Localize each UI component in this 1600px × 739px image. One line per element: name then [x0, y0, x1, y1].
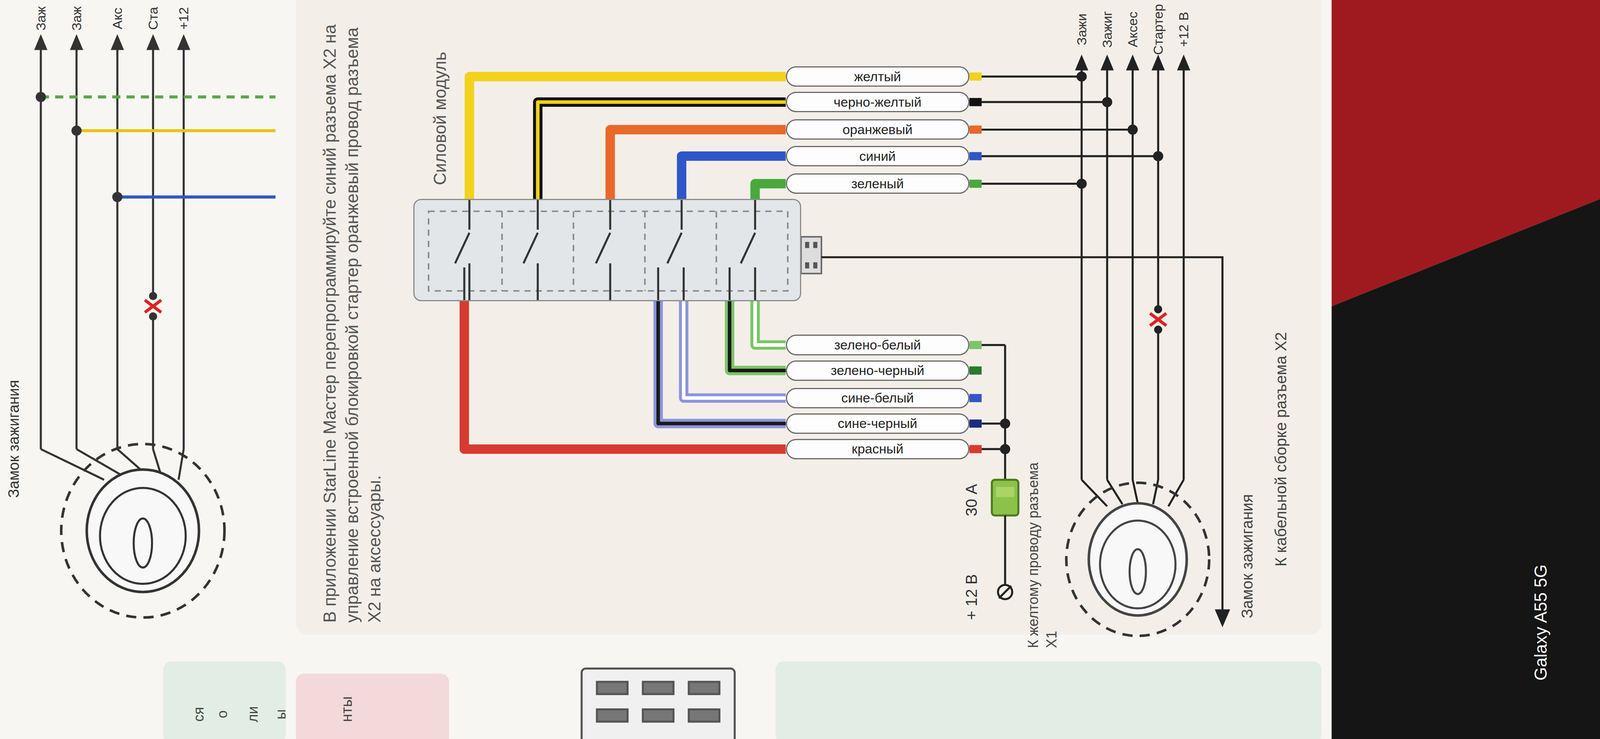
wire-name: зелено-белый: [834, 337, 921, 353]
wire-label: зеленый: [785, 173, 970, 194]
wire-connector: [729, 301, 786, 371]
wire-connector: [683, 301, 786, 399]
text-label: +12 В: [1175, 12, 1192, 48]
wire-outer: [681, 156, 786, 199]
wire-label: красный: [785, 438, 970, 460]
wire-name: синий: [859, 148, 896, 164]
text-label: нты: [338, 696, 357, 723]
wire-connector: [755, 301, 786, 346]
wire-stripe: [658, 301, 786, 424]
wire-label: зелено-черный: [785, 360, 970, 381]
wire-connector: [469, 76, 786, 199]
text-label: Ста: [145, 7, 162, 31]
wire-outer: [464, 301, 786, 450]
text-label: Зажиг: [1099, 11, 1116, 49]
wire-outer: [537, 101, 786, 199]
wire-connector: [537, 101, 786, 199]
text-label: В приложении StarLine Мастер перепрограм…: [318, 10, 386, 623]
wire-connector: [610, 129, 786, 199]
wire-stubs: [969, 72, 982, 454]
relay-icon: [581, 668, 735, 739]
previous-diagram: [35, 36, 276, 618]
power-module-body: [413, 198, 822, 301]
wire-name: сине-белый: [841, 390, 914, 406]
text-label: ся: [190, 707, 208, 722]
wire-name: красный: [851, 441, 904, 457]
text-label: Зажи: [1073, 13, 1090, 46]
text-label: Заж: [32, 6, 50, 31]
wire-name: сине-черный: [837, 415, 918, 431]
wire-name: черно-желтый: [833, 94, 922, 110]
text-label: ы: [272, 709, 290, 720]
wire-connector: [464, 301, 786, 450]
wire-label: желтый: [785, 66, 970, 87]
wire-name: зеленый: [851, 176, 904, 192]
wire-stripe: [537, 101, 786, 199]
wire-connector: [658, 301, 786, 424]
wire-label: синий: [785, 145, 970, 167]
text-label: Замок зажигания: [1237, 494, 1257, 619]
text-label: Стартер: [1150, 4, 1167, 56]
wire-label: зелено-белый: [785, 334, 970, 355]
wire-name: желтый: [854, 69, 901, 85]
wire-connector: [755, 183, 786, 199]
text-label: К кабельной сборке разъема X2: [1270, 331, 1291, 567]
wire-name: зелено-черный: [830, 362, 925, 379]
power-module: Силовой модуль: [413, 198, 802, 301]
text-label: Акс: [109, 7, 126, 30]
text-label: +12: [175, 7, 192, 30]
wire-stripe: [755, 301, 786, 346]
output-wiring: [821, 57, 1229, 636]
wire-stripe: [683, 301, 786, 399]
wire-outer: [469, 76, 786, 199]
wire-outer: [729, 301, 786, 371]
wire-label: сине-белый: [785, 387, 970, 409]
text-label: Galaxy A55 5G: [1530, 564, 1552, 681]
text-label: + 12 В: [961, 574, 981, 620]
wire-outer: [610, 129, 786, 199]
text-label: ли: [244, 706, 262, 723]
text-label: о: [214, 710, 231, 719]
wire-outer: [683, 301, 786, 399]
text-label: К желтому проводу разъема X1: [1024, 454, 1062, 648]
wire-outer: [755, 183, 786, 199]
wire-label: оранжевый: [785, 119, 970, 140]
text-label: Аксес: [1124, 11, 1141, 48]
wire-label: сине-черный: [785, 413, 970, 434]
wire-outer: [658, 301, 786, 424]
text-label: Заж: [68, 6, 85, 31]
wire-outer: [755, 301, 786, 346]
wire-name: оранжевый: [842, 121, 913, 138]
wire-label: черно-желтый: [785, 91, 970, 113]
text-label: Замок зажигания: [5, 380, 24, 499]
text-label: 30 А: [961, 483, 981, 517]
module-heading: Силовой модуль: [429, 51, 451, 186]
wire-connector: [681, 156, 786, 199]
wire-stripe: [729, 301, 786, 371]
